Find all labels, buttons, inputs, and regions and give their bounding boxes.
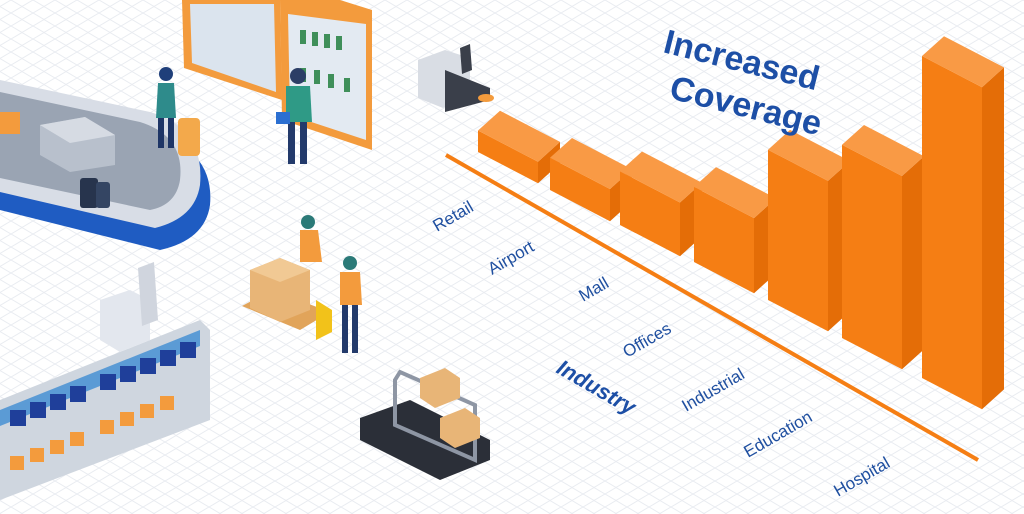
warehouse-workers-illustration bbox=[242, 215, 362, 353]
bar-side-face bbox=[538, 141, 560, 184]
delivery-robot-illustration bbox=[360, 368, 490, 480]
bar-top-face bbox=[550, 138, 632, 189]
bar-front-face bbox=[768, 149, 828, 332]
bar-top-face bbox=[768, 129, 850, 181]
bar-hospital bbox=[922, 36, 1004, 410]
bar-front-face bbox=[550, 157, 610, 222]
bar-front-face bbox=[620, 171, 680, 257]
store-shelf-illustration bbox=[182, 0, 372, 150]
bar-front-face bbox=[478, 130, 538, 184]
bars-group bbox=[478, 36, 1004, 410]
bar-top-face bbox=[478, 110, 560, 162]
bar-industrial bbox=[768, 129, 850, 332]
x-axis-line bbox=[445, 153, 979, 462]
bar-retail bbox=[478, 110, 560, 184]
bar-front-face bbox=[694, 186, 754, 294]
bar-education bbox=[842, 125, 924, 370]
bar-top-face bbox=[842, 125, 924, 176]
bar-side-face bbox=[982, 67, 1004, 410]
bar-top-face bbox=[922, 36, 1004, 88]
bar-front-face bbox=[922, 56, 982, 410]
cleaning-robot-illustration bbox=[418, 44, 494, 112]
traveler-illustration bbox=[156, 67, 200, 156]
baggage-carousel-illustration bbox=[0, 80, 211, 250]
bar-side-face bbox=[902, 156, 924, 370]
supermarket-shelf-illustration bbox=[0, 262, 210, 500]
bar-front-face bbox=[842, 144, 902, 370]
bar-top-face bbox=[620, 151, 702, 203]
bar-top-face bbox=[694, 167, 776, 219]
shopper-illustration bbox=[276, 68, 312, 164]
